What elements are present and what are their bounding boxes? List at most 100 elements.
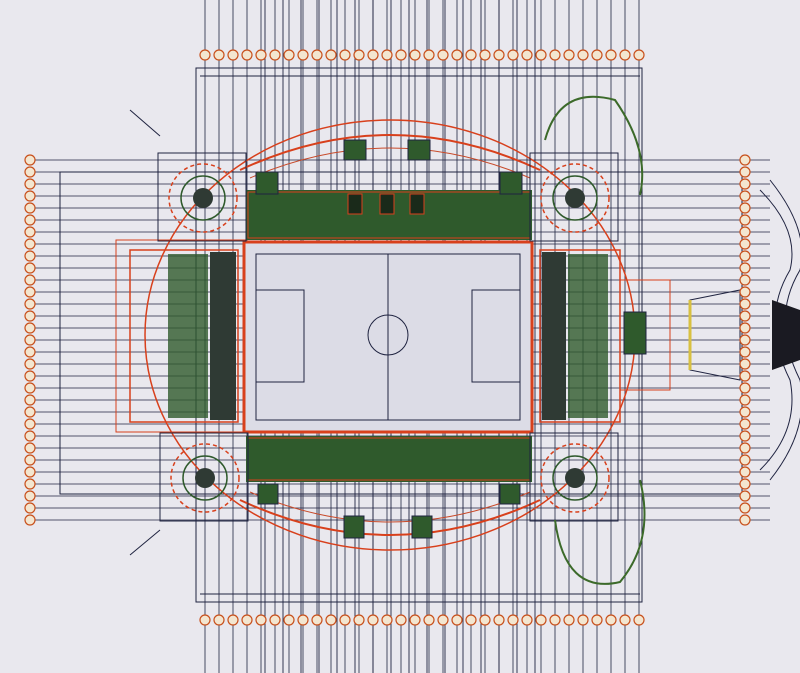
axis-bubble	[325, 614, 337, 626]
axis-bubble	[479, 614, 491, 626]
axis-bubble	[24, 286, 36, 298]
axis-bubble	[24, 430, 36, 442]
axis-bubble	[24, 466, 36, 478]
axis-bubble	[24, 190, 36, 202]
axis-bubble	[739, 346, 751, 358]
axis-bubble	[739, 334, 751, 346]
axis-bubble	[227, 49, 239, 61]
axis-bubble	[24, 202, 36, 214]
axis-bubble	[577, 49, 589, 61]
axis-bubble	[619, 614, 631, 626]
axis-bubble	[269, 614, 281, 626]
axis-bubble	[739, 442, 751, 454]
axis-bubble	[353, 614, 365, 626]
axis-bubble	[451, 614, 463, 626]
east-stand	[539, 249, 671, 423]
axis-bubble	[437, 614, 449, 626]
axis-bubble	[24, 358, 36, 370]
axis-bubble	[549, 614, 561, 626]
axis-bubble	[395, 614, 407, 626]
axis-bubble	[24, 238, 36, 250]
axis-bubble	[367, 49, 379, 61]
corner-tower	[529, 152, 619, 242]
axis-bubble	[409, 614, 421, 626]
entrance-plaza	[688, 179, 800, 481]
axis-bubble	[283, 614, 295, 626]
axis-bubble	[24, 250, 36, 262]
axis-bubble	[24, 178, 36, 190]
axis-bubble	[24, 274, 36, 286]
axis-bubble	[465, 614, 477, 626]
axis-bubble	[591, 49, 603, 61]
axis-bubble	[739, 514, 751, 526]
axis-bubble	[24, 226, 36, 238]
axis-bubble	[24, 298, 36, 310]
axis-bubble	[535, 614, 547, 626]
axis-bubble	[381, 49, 393, 61]
axis-bubble	[24, 418, 36, 430]
axis-bubble	[24, 406, 36, 418]
axis-bubble	[24, 370, 36, 382]
axis-bubble	[739, 298, 751, 310]
axis-bubble	[199, 49, 211, 61]
axis-bubble	[507, 614, 519, 626]
axis-bubble	[493, 49, 505, 61]
axis-bubble	[24, 502, 36, 514]
axis-bubble	[24, 166, 36, 178]
axis-bubble	[325, 49, 337, 61]
axis-bubble	[739, 178, 751, 190]
axis-bubble	[739, 382, 751, 394]
axis-bubble	[739, 238, 751, 250]
axis-bubble	[395, 49, 407, 61]
corner-towers	[157, 152, 619, 522]
axis-bubble	[465, 49, 477, 61]
axis-bubble	[311, 614, 323, 626]
south-stand	[246, 436, 532, 539]
playing-field	[242, 240, 534, 434]
axis-bubble	[241, 614, 253, 626]
axis-bubble	[507, 49, 519, 61]
axis-bubble	[269, 49, 281, 61]
axis-bubble	[255, 614, 267, 626]
axis-bubble	[423, 49, 435, 61]
axis-bubble	[423, 614, 435, 626]
axis-bubble	[591, 614, 603, 626]
axis-bubble	[213, 49, 225, 61]
axis-bubble	[24, 346, 36, 358]
axis-bubble	[605, 614, 617, 626]
axis-bubble	[577, 614, 589, 626]
axis-bubble	[605, 49, 617, 61]
axis-bubble	[367, 614, 379, 626]
axis-bubbles	[24, 49, 751, 626]
axis-bubble	[739, 370, 751, 382]
axis-bubble	[409, 49, 421, 61]
axis-bubble	[739, 190, 751, 202]
axis-bubble	[739, 478, 751, 490]
axis-bubble	[493, 614, 505, 626]
axis-bubble	[521, 614, 533, 626]
axis-bubble	[739, 406, 751, 418]
axis-bubble	[563, 49, 575, 61]
axis-bubble	[339, 49, 351, 61]
axis-bubble	[255, 49, 267, 61]
west-stand	[115, 239, 247, 433]
axis-bubble	[739, 286, 751, 298]
axis-bubble	[437, 49, 449, 61]
axis-bubble	[24, 322, 36, 334]
axis-bubble	[739, 262, 751, 274]
axis-bubble	[381, 614, 393, 626]
axis-bubble	[24, 262, 36, 274]
axis-bubble	[24, 154, 36, 166]
axis-bubble	[24, 514, 36, 526]
axis-bubble	[739, 394, 751, 406]
axis-bubble	[739, 454, 751, 466]
axis-bubble	[227, 614, 239, 626]
axis-bubble	[739, 226, 751, 238]
axis-bubble	[619, 49, 631, 61]
corner-tower	[157, 152, 247, 242]
axis-bubble	[739, 430, 751, 442]
axis-bubble	[24, 442, 36, 454]
axis-bubble	[199, 614, 211, 626]
axis-bubble	[451, 49, 463, 61]
axis-bubble	[213, 614, 225, 626]
